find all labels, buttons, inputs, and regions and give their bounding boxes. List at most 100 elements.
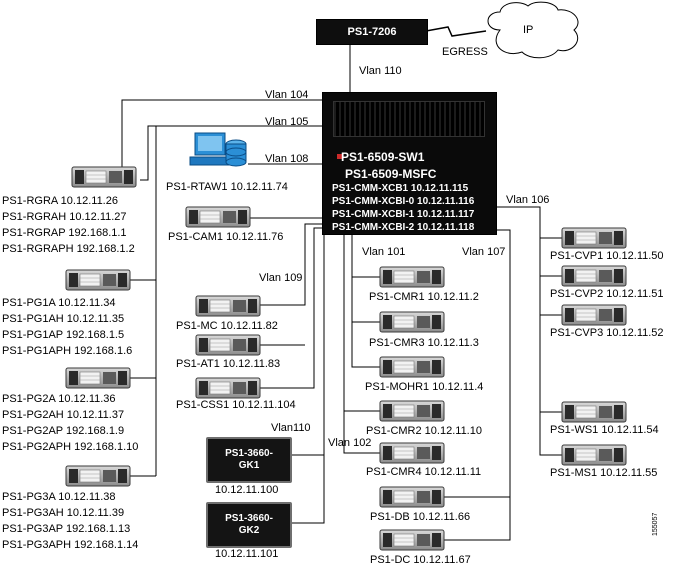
ip-cloud-icon	[487, 1, 579, 59]
server-cvp2	[561, 265, 627, 287]
vlan105-label: Vlan 105	[265, 116, 309, 128]
module-1: PS1-CMM-XCBI-0 10.12.11.116	[332, 196, 475, 207]
label-cmr3: PS1-CMR3 10.12.11.3	[369, 337, 479, 349]
figure-number: 155057	[652, 512, 659, 536]
group-pg2: PS1-PG2A 10.12.11.36 PS1-PG2AH 10.12.11.…	[2, 391, 138, 455]
switch-msfc: PS1-6509-MSFC	[345, 167, 437, 181]
host-line: PS1-PG2AP 192.168.1.9	[2, 425, 125, 437]
server-pg1	[65, 269, 131, 291]
host-line: PS1-PG1A 10.12.11.34	[2, 297, 116, 309]
gk2-name-line2: GK2	[238, 525, 260, 536]
host-line: PS1-PG1AP 192.168.1.5	[2, 329, 125, 341]
gk1-name-line2: GK1	[238, 460, 260, 471]
label-dc: PS1-DC 10.12.11.67	[370, 554, 471, 566]
host-line: PS1-PG2APH 192.168.1.10	[2, 441, 139, 453]
vlan110-top-label: Vlan 110	[359, 65, 402, 77]
label-ws1: PS1-WS1 10.12.11.54	[550, 424, 659, 436]
switch-name: PS1-6509-SW1	[341, 150, 425, 164]
label-cam1: PS1-CAM1 10.12.11.76	[168, 231, 284, 243]
module-3: PS1-CMM-XCBI-2 10.12.11.118	[332, 222, 475, 233]
workstation-rtaw1-icon	[189, 132, 247, 167]
link-vlan105-bus	[155, 125, 322, 476]
gk1-ip: 10.12.11.100	[215, 484, 279, 496]
vlan107-label: Vlan 107	[462, 246, 506, 258]
label-mohr1: PS1-MOHR1 10.12.11.4	[365, 381, 484, 393]
label-cmr2: PS1-CMR2 10.12.11.10	[366, 425, 482, 437]
host-line: PS1-RGRAPH 192.168.1.2	[2, 243, 135, 255]
gatekeeper-gk1: PS1-3660- GK1	[206, 437, 292, 483]
link-vlan110-gk	[290, 233, 325, 524]
label-cmr4: PS1-CMR4 10.12.11.11	[366, 466, 482, 478]
server-css1	[195, 377, 261, 399]
server-cmr1	[379, 266, 445, 288]
group-rgra: PS1-RGRA 10.12.11.26 PS1-RGRAH 10.12.11.…	[2, 193, 135, 257]
module-0: PS1-CMM-XCB1 10.12.11.115	[332, 183, 469, 194]
host-line: PS1-RGRA 10.12.11.26	[2, 195, 118, 207]
group-pg3: PS1-PG3A 10.12.11.38 PS1-PG3AH 10.12.11.…	[2, 489, 138, 553]
host-line: PS1-PG1AH 10.12.11.35	[2, 313, 125, 325]
host-line: PS1-RGRAH 10.12.11.27	[2, 211, 127, 223]
host-line: PS1-PG2AH 10.12.11.37	[2, 409, 125, 421]
server-cmr4	[379, 442, 445, 464]
label-rtaw1: PS1-RTAW1 10.12.11.74	[166, 181, 288, 193]
vlan110-gk-label: Vlan110	[271, 422, 311, 434]
group-pg1: PS1-PG1A 10.12.11.34 PS1-PG1AH 10.12.11.…	[2, 295, 132, 359]
host-line: PS1-PG3AH 10.12.11.39	[2, 507, 125, 519]
server-mohr1	[379, 356, 445, 378]
gk1-name: PS1-3660- GK1	[208, 448, 290, 472]
server-ws1	[561, 401, 627, 423]
gk1-name-line1: PS1-3660-	[225, 448, 273, 459]
server-cmr2	[379, 400, 445, 422]
status-led-icon	[337, 154, 343, 159]
vlan108-label: Vlan 108	[265, 153, 309, 165]
server-cvp1	[561, 227, 627, 249]
server-db	[379, 486, 445, 508]
server-cam1	[185, 206, 251, 228]
vlan109-label: Vlan 109	[259, 272, 303, 284]
server-mc	[195, 295, 261, 317]
gatekeeper-gk2: PS1-3660- GK2	[206, 502, 292, 548]
module-2: PS1-CMM-XCBI-1 10.12.11.117	[332, 209, 475, 220]
host-line: PS1-RGRAP 192.168.1.1	[2, 227, 127, 239]
router-name: PS1-7206	[347, 26, 397, 38]
label-at1: PS1-AT1 10.12.11.83	[176, 358, 281, 370]
vlan101-label: Vlan 101	[362, 246, 406, 258]
vlan102-label: Vlan 102	[328, 437, 372, 449]
chassis-vents	[333, 101, 485, 137]
host-line: PS1-PG3AP 192.168.1.13	[2, 523, 131, 535]
switch-modules: PS1-CMM-XCB1 10.12.11.115 PS1-CMM-XCBI-0…	[332, 182, 474, 234]
label-cvp3: PS1-CVP3 10.12.11.52	[550, 327, 664, 339]
label-mc: PS1-MC 10.12.11.82	[176, 320, 278, 332]
vlan106-label: Vlan 106	[506, 194, 550, 206]
link-vlan109	[260, 223, 322, 306]
egress-label: EGRESS	[442, 46, 488, 58]
link-vlan104	[121, 99, 322, 167]
label-cmr1: PS1-CMR1 10.12.11.2	[369, 291, 479, 303]
switch-chassis-6509: PS1-6509-SW1 PS1-6509-MSFC PS1-CMM-XCB1 …	[322, 92, 497, 235]
host-line: PS1-PG2A 10.12.11.36	[2, 393, 116, 405]
link-vlan102	[343, 233, 380, 454]
links	[121, 26, 562, 541]
server-cvp3	[561, 304, 627, 326]
server-rgra	[71, 166, 137, 188]
server-at1	[195, 334, 261, 356]
router-ps1-7206: PS1-7206	[316, 19, 428, 45]
link-vlan107	[444, 229, 511, 541]
host-line: PS1-PG3APH 192.168.1.14	[2, 539, 139, 551]
server-dc	[379, 529, 445, 551]
label-cvp1: PS1-CVP1 10.12.11.50	[550, 250, 664, 262]
gk2-name: PS1-3660- GK2	[208, 513, 290, 537]
server-pg2	[65, 367, 131, 389]
link-vlan106	[495, 206, 562, 456]
gk2-name-line1: PS1-3660-	[225, 513, 273, 524]
cloud-label: IP	[523, 24, 534, 36]
label-css1: PS1-CSS1 10.12.11.104	[176, 399, 296, 411]
label-db: PS1-DB 10.12.11.66	[370, 511, 471, 523]
egress-link	[425, 26, 487, 37]
host-line: PS1-PG1APH 192.168.1.6	[2, 345, 133, 357]
link-vlan101	[351, 233, 380, 368]
server-cmr3	[379, 311, 445, 333]
vlan104-label: Vlan 104	[265, 89, 309, 101]
link-css1	[260, 227, 322, 389]
gk2-ip: 10.12.11.101	[215, 548, 279, 560]
